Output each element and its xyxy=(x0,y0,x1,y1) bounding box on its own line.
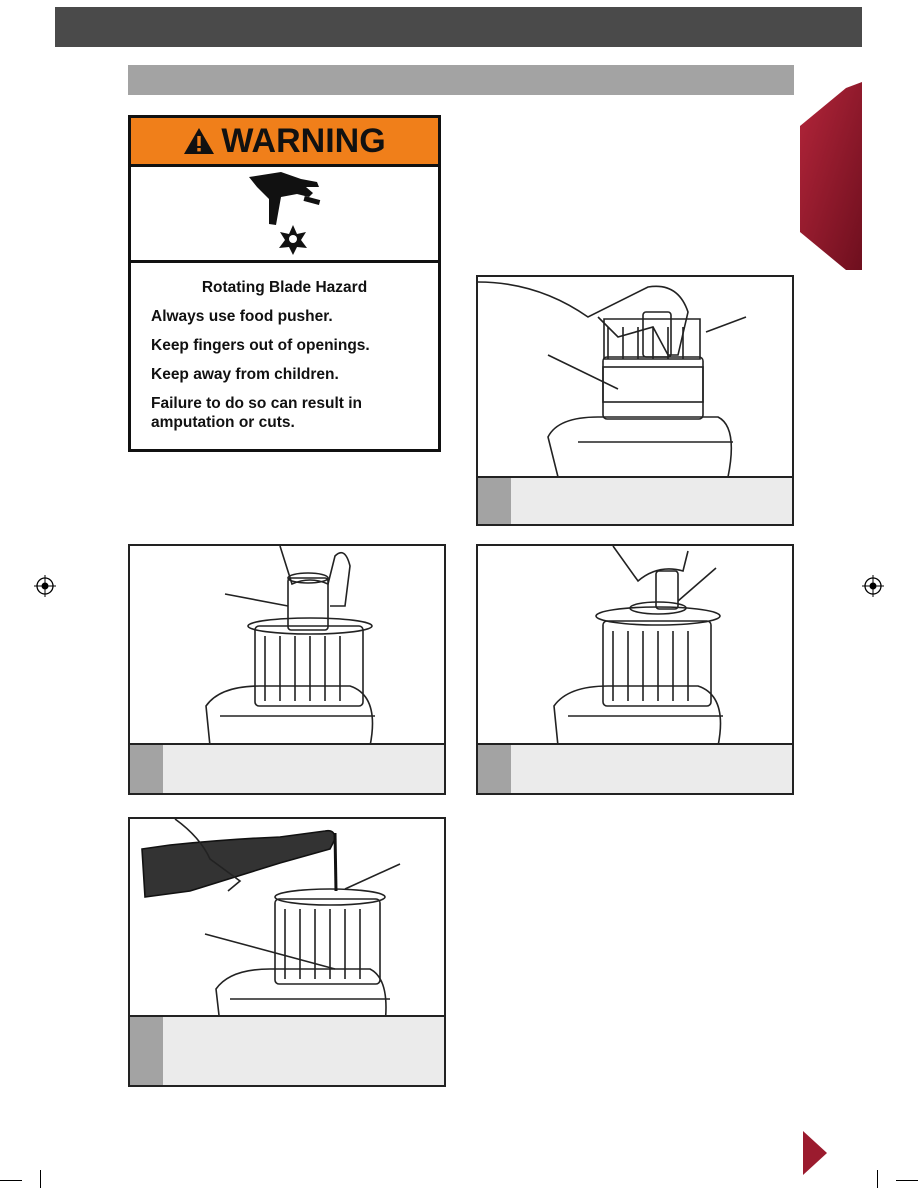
warning-label: WARNING Rotating Blade Hazard Always use… xyxy=(128,115,441,452)
crop-mark xyxy=(896,1180,918,1181)
warning-header: WARNING xyxy=(131,118,438,167)
food-processor-illustration xyxy=(478,281,747,477)
figure-step-3 xyxy=(476,544,794,795)
registration-mark-icon xyxy=(34,575,56,597)
hazard-pictogram xyxy=(131,167,438,263)
warning-line: Keep away from children. xyxy=(151,366,339,383)
warning-line: Failure to do so can result in amputatio… xyxy=(151,395,363,431)
crop-mark xyxy=(40,1170,41,1188)
warning-body: Rotating Blade Hazard Always use food pu… xyxy=(131,263,438,449)
hazard-title: Rotating Blade Hazard xyxy=(201,279,368,296)
hand-blade-hazard-icon xyxy=(249,172,321,255)
warning-line: Keep fingers out of openings. xyxy=(151,337,370,354)
chapter-tab xyxy=(800,82,862,270)
step-number-bar xyxy=(130,1017,163,1085)
registration-mark-icon xyxy=(862,575,884,597)
figure-caption xyxy=(130,1015,444,1085)
step-number-bar xyxy=(478,745,511,793)
figure-caption xyxy=(130,743,444,793)
figure-step-1 xyxy=(476,275,794,526)
warning-signal-word: WARNING xyxy=(221,121,386,160)
food-processor-illustration xyxy=(553,546,723,746)
step-number-bar xyxy=(130,745,163,793)
food-processor-illustration xyxy=(141,819,401,1024)
crop-mark xyxy=(0,1180,22,1181)
step-number-bar xyxy=(478,478,511,524)
header-bar xyxy=(55,7,862,47)
section-bar xyxy=(128,65,794,95)
figure-step-2 xyxy=(128,544,446,795)
warning-line: Always use food pusher. xyxy=(151,308,333,325)
figure-caption xyxy=(478,743,792,793)
food-processor-illustration xyxy=(205,546,375,746)
figure-caption xyxy=(478,476,792,524)
warning-triangle-icon xyxy=(184,128,215,154)
crop-mark xyxy=(877,1170,878,1188)
figure-step-4 xyxy=(128,817,446,1087)
next-page-arrow-icon[interactable] xyxy=(803,1131,827,1175)
